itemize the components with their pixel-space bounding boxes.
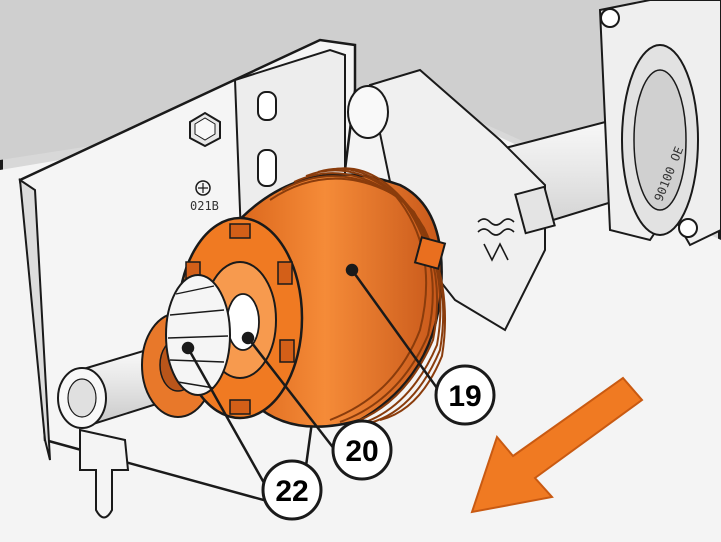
collar-ribs [167, 285, 229, 389]
tension-spring [477, 218, 515, 262]
plate-marking-code: 021B [190, 199, 219, 213]
callout-number: 22 [275, 475, 308, 508]
callout-number: 20 [345, 435, 378, 468]
hook-clip [79, 428, 130, 519]
hex-bolt-top [194, 117, 216, 141]
bearing-flange-inner [633, 69, 687, 211]
bracket-slot [257, 149, 277, 187]
side-plate-edge [18, 178, 51, 461]
tensioner-cap [347, 85, 389, 139]
bracket-hole [600, 8, 620, 28]
stub-shaft-bore [67, 378, 97, 418]
callout-20: 20 [331, 419, 393, 481]
plate-marking-icon-cross [198, 183, 208, 193]
callout-19: 19 [434, 364, 496, 426]
wall-upper [0, 0, 721, 230]
bracket-slot [257, 91, 277, 121]
tensioner-block [514, 185, 556, 235]
callout-number: 19 [448, 380, 481, 413]
bracket-hole [678, 218, 698, 238]
drum-clamp [413, 236, 447, 270]
ribbed-collar [165, 274, 231, 396]
callout-22: 22 [261, 459, 323, 521]
arrow-down-left-icon [470, 376, 644, 514]
plate-marking-icon [195, 180, 211, 196]
leader-lines [181, 263, 444, 491]
